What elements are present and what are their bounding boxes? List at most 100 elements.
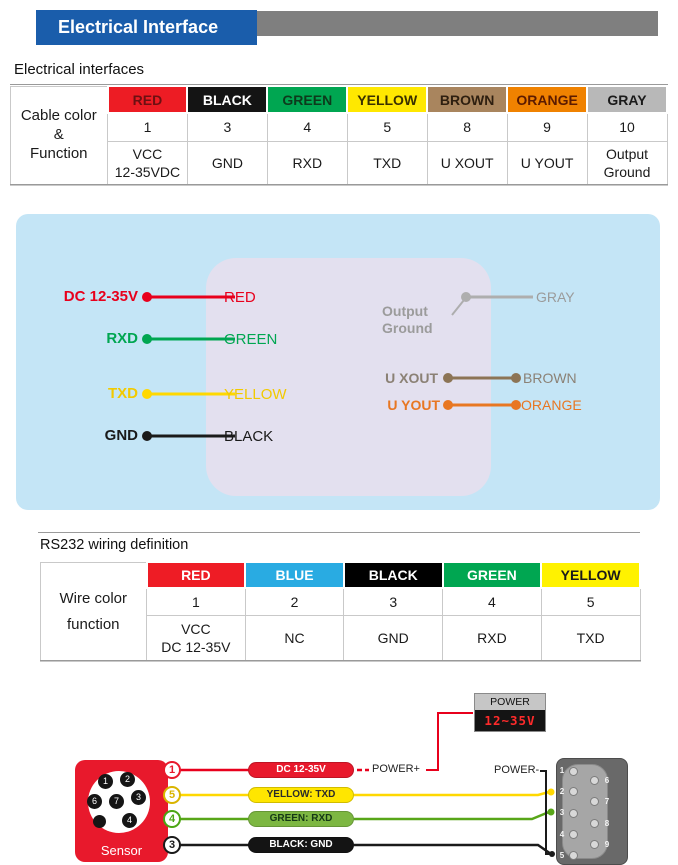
rs232-table-row-header: Wire color function (40, 561, 147, 662)
banner-gray-bar (253, 11, 658, 36)
sensor-pin-dot (93, 815, 106, 828)
rs232-color-cell-green: GREEN (441, 561, 543, 589)
wire-color-name-brown: BROWN (523, 370, 577, 386)
rs232-pin-cell-1: 1 (146, 587, 246, 616)
power-plus-label: POWER+ (372, 763, 420, 775)
power-meter-value: 12~35V (475, 710, 545, 731)
rs232-pin-cell-5: 5 (540, 587, 641, 616)
db9-pin-2 (569, 787, 578, 796)
wire-pill-dc12-35v: DC 12-35V (248, 762, 354, 778)
rs232-color-cell-blue: BLUE (244, 561, 345, 589)
rs232-table: Wire color function RED BLUE BLACK GREEN… (40, 561, 641, 662)
cable-pin-cell-1: 1 (107, 112, 188, 142)
cable-color-cell-black: BLACK (186, 85, 269, 114)
wire-txd-yellow (168, 788, 555, 797)
cable-function-cell-rxd: RXD (266, 140, 348, 186)
cable-table-row-header: Cable color & Function (10, 85, 108, 186)
wire-gnd-black (168, 843, 555, 857)
rs232-color-cell-black: BLACK (342, 561, 444, 589)
cable-color-cell-brown: BROWN (426, 85, 509, 114)
wire-badge-4: 4 (163, 810, 181, 828)
wire-label-dc12-35v: DC 12-35V (63, 288, 138, 305)
wire-brown (443, 373, 521, 383)
page-title: Electrical Interface (58, 17, 219, 37)
power-meter-title: POWER (475, 694, 545, 710)
wire-color-name-orange: ORANGE (521, 397, 582, 413)
db9-pin-5 (569, 851, 578, 860)
wire-label-txd: TXD (108, 385, 138, 402)
section1-title: Electrical interfaces (14, 61, 145, 78)
db9-pin-2-number: 2 (559, 787, 565, 796)
cable-pin-cell-4: 4 (266, 112, 348, 142)
db9-pin-8 (590, 819, 599, 828)
wire-rxd-green (168, 808, 555, 821)
rs232-pin-cell-4: 4 (442, 587, 542, 616)
cable-function-cell-outgnd: Output Ground (586, 140, 668, 186)
cable-pin-cell-8: 8 (426, 112, 508, 142)
rs232-function-cell-gnd: GND (343, 614, 444, 662)
db9-pin-3 (569, 809, 578, 818)
rs232-function-cell-nc: NC (244, 614, 345, 662)
sensor-pin-2: 2 (120, 772, 135, 787)
diagram2-wires-svg (168, 712, 555, 857)
db9-pin-3-number: 3 (559, 808, 565, 817)
cable-pin-cell-10: 10 (586, 112, 668, 142)
cable-pin-cell-5: 5 (346, 112, 428, 142)
cable-pin-cell-9: 9 (506, 112, 588, 142)
db9-pin-7-number: 7 (604, 797, 610, 806)
wire-label-output-ground: Output Ground (382, 303, 433, 336)
wire-orange (443, 400, 521, 410)
db9-pin-4-number: 4 (559, 830, 565, 839)
page-title-box: Electrical Interface (36, 10, 257, 45)
section2-title: RS232 wiring definition (40, 537, 189, 553)
wire-pill-yellow-txd: YELLOW: TXD (248, 787, 354, 803)
diagram1-wires-svg (142, 292, 533, 441)
wire-red (142, 292, 235, 302)
rs232-function-cell-rxd: RXD (442, 614, 542, 662)
db9-pin-1-number: 1 (559, 766, 565, 775)
cable-pin-cell-3: 3 (186, 112, 268, 142)
db9-pin-6-number: 6 (604, 776, 610, 785)
power-meter: POWER 12~35V (474, 693, 546, 732)
cable-function-cell-vcc: VCC 12-35VDC (107, 140, 188, 186)
wire-badge-3: 3 (163, 836, 181, 854)
wire-green (142, 334, 235, 344)
wire-label-gnd: GND (104, 427, 138, 444)
cable-function-cell-txd: TXD (346, 140, 428, 186)
wire-color-name-yellow: YELLOW (224, 386, 287, 403)
rs232-function-cell-vcc: VCC DC 12-35V (146, 614, 246, 662)
wire-black (142, 431, 235, 441)
db9-pin-9-number: 9 (604, 840, 610, 849)
wire-label-uxout: U XOUT (385, 370, 438, 386)
wire-label-uyout: U YOUT (387, 397, 440, 413)
db9-pin-8-number: 8 (604, 819, 610, 828)
wire-gray (451, 292, 533, 316)
cable-color-cell-gray: GRAY (586, 85, 668, 114)
section2-rule (38, 532, 640, 533)
db9-pin-4 (569, 830, 578, 839)
rs232-color-cell-yellow: YELLOW (540, 561, 641, 589)
sensor-pin-3: 3 (131, 790, 146, 805)
sensor-pin-4: 4 (122, 813, 137, 828)
db9-pin-6 (590, 776, 599, 785)
wire-pill-green-rxd: GREEN: RXD (248, 811, 354, 827)
cable-color-cell-red: RED (106, 85, 189, 114)
power-minus-label: POWER- (494, 764, 540, 776)
table1-bottom-rule (10, 184, 668, 185)
sensor-connector: 1 2 6 7 3 4 Sensor (75, 760, 168, 862)
cable-color-cell-green: GREEN (266, 85, 349, 114)
rs232-color-cell-red: RED (145, 561, 247, 589)
cable-color-table: Cable color & Function RED BLACK GREEN Y… (10, 85, 668, 186)
table1-top-rule (10, 84, 668, 85)
wire-pill-black-gnd: BLACK: GND (248, 837, 354, 853)
sensor-pin-1: 1 (98, 774, 113, 789)
rs232-pin-cell-3: 3 (343, 587, 444, 616)
db9-pin-7 (590, 797, 599, 806)
sensor-pin-6: 6 (87, 794, 102, 809)
wire-yellow (142, 389, 235, 399)
cable-function-cell-uyout: U YOUT (506, 140, 588, 186)
db9-pin-5-number: 5 (559, 851, 565, 860)
cable-function-cell-gnd: GND (186, 140, 268, 186)
wire-badge-5: 5 (163, 786, 181, 804)
